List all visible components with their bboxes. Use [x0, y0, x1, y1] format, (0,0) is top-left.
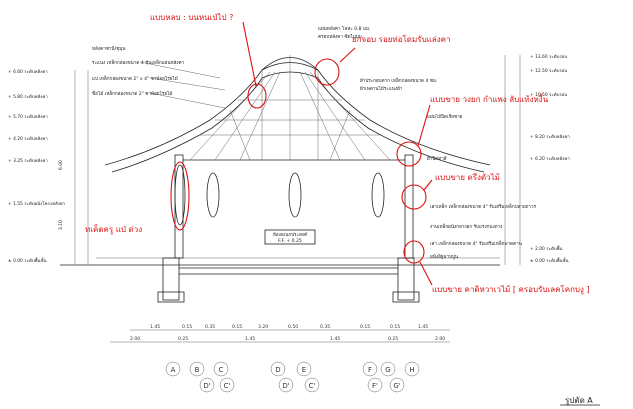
svg-text:+ 4.20 ระดับหลังคา: + 4.20 ระดับหลังคา [8, 136, 48, 142]
svg-text:0.35: 0.35 [205, 324, 215, 330]
svg-text:ระแนง เหล็กกล่องขนาด 4 ชุ้นเหล: ระแนง เหล็กกล่องขนาด 4 ชุ้นเหล็กแผ่นหลัง… [92, 58, 185, 66]
svg-text:ฝ้าประกอบดาก เหล็กกล่องขนาด 4: ฝ้าประกอบดาก เหล็กกล่องขนาด 4 ซม. [360, 76, 437, 84]
note-ridge2: ครอบหลังคา ซีดไม่มม. [318, 33, 363, 40]
roof [104, 55, 491, 173]
svg-text:0.15: 0.15 [360, 324, 370, 330]
svg-text:± 0.00 ระดับพื้นชั้น: ± 0.00 ระดับพื้นชั้น [8, 257, 46, 264]
svg-text:F: F [368, 366, 372, 374]
svg-text:1.45: 1.45 [245, 336, 255, 342]
svg-text:0.15: 0.15 [232, 324, 242, 330]
markup-circle-eave [396, 141, 422, 167]
svg-text:+ 1.55 ระดับผนังโครงหลังคา: + 1.55 ระดับผนังโครงหลังคา [8, 200, 66, 207]
svg-text:C': C' [309, 382, 316, 390]
note-ridge: แผ่นหลังคา โลหะ 0.8 มม. [318, 25, 371, 32]
svg-text:0.15: 0.15 [390, 324, 400, 330]
svg-text:C': C' [224, 382, 231, 390]
svg-text:ฝ้าปิดทาสี: ฝ้าปิดทาสี [427, 155, 447, 162]
left-notes: หลังคาซ่านี/ชุมุน ระแนง เหล็กกล่องขนาด 4… [92, 45, 226, 109]
svg-text:3.10: 3.10 [58, 220, 64, 230]
room-label-level: F.F. + 0.25 [278, 238, 302, 244]
svg-text:ขื่อไม้ เหล็กกล่องขนาด 2" ซาพ้: ขื่อไม้ เหล็กกล่องขนาด 2" ซาพ้อยโรยไม้ [92, 89, 172, 97]
svg-text:0.50: 0.50 [288, 324, 298, 330]
svg-text:G': G' [393, 382, 400, 390]
svg-text:0.25: 0.25 [388, 336, 398, 342]
svg-text:D': D' [203, 382, 210, 390]
svg-text:D: D [275, 366, 280, 374]
svg-text:1.45: 1.45 [150, 324, 160, 330]
svg-text:แป เหล็กกล่องขนาด 2" x 4" ชาพ้: แป เหล็กกล่องขนาด 2" x 4" ชาพ้อยโรยไม้ [92, 74, 178, 82]
dimension-rows: 1.45 0.15 0.35 0.15 3.20 0.50 0.35 0.15 … [110, 324, 450, 343]
annotation-left-wall: ทเค็ดครู แป่ ด่วง [85, 224, 142, 235]
svg-text:+ 3.25 ระดับหลังคา: + 3.25 ระดับหลังคา [8, 158, 48, 164]
section-title: รูปตัด A [565, 396, 593, 406]
annotation-top-left: แบบหลบ : บนหนเป่ไป ? [150, 13, 233, 22]
svg-text:± 0.00 ระดับพื้นชั้น: ± 0.00 ระดับพื้นชั้น [530, 257, 568, 264]
markup-circle-top-right [314, 58, 340, 86]
svg-text:+ 12.50 ระดับรอบ: + 12.50 ระดับรอบ [530, 68, 567, 74]
right-notes: ฝ้าประกอบดาก เหล็กกล่องขนาด 4 ซม. ฝ้าเพด… [360, 76, 537, 260]
right-level-markers: + 13.60 ระดับรอบ + 12.50 ระดับรอบ + 10.5… [504, 54, 570, 265]
markup-circle-top-left [247, 83, 267, 109]
svg-text:F': F' [372, 382, 378, 390]
svg-text:1.45: 1.45 [330, 336, 340, 342]
annotation-top-right: ยกจอบ รอยท่อโดมรับแล่งคา [352, 34, 450, 44]
markup-circle-base [403, 240, 425, 264]
svg-text:งานเหล็กผนังกลางยก รับแรงกนงถ่: งานเหล็กผนังกลางยก รับแรงกนงถ่าง [430, 222, 502, 230]
room-label-box [264, 229, 316, 245]
annotation-bottom-right: แบบขาย คาดิหวาเวไม้ [ ครอบรับเลคโคกบงู ] [432, 284, 590, 295]
svg-text:0.15: 0.15 [182, 324, 192, 330]
red-markups [170, 21, 433, 286]
markup-leader-top-left [242, 21, 257, 87]
room-label-name: ห้องอเนกประสงค์ [273, 231, 307, 238]
svg-text:แผ่นไม้ปิดเชิงชาย: แผ่นไม้ปิดเชิงชาย [427, 113, 463, 120]
annotation-mid-right: แบบขาย วงยก กำแพง ลับแท้งหงี้น [430, 93, 549, 104]
right-wall [404, 154, 414, 259]
left-wall [174, 154, 184, 259]
svg-text:+ 6.20 ระดับหลังคา: + 6.20 ระดับหลังคา [530, 156, 570, 162]
svg-text:ผนังอิฐฉาบปูน: ผนังอิฐฉาบปูน [430, 253, 459, 260]
left-level-markers: + 6.60 ระดับหลังคา + 5.80 ระดับหลังคา + … [8, 69, 89, 265]
svg-text:+ 10.50 ระดับรอบ: + 10.50 ระดับรอบ [530, 92, 567, 98]
svg-text:เสาเหล็ก เหล็กกล่องขนาด 4" รับ: เสาเหล็ก เหล็กกล่องขนาด 4" รับเสริมเหล็ก… [430, 202, 537, 210]
annotation-right-wall: แบบขาย ตรึงตัวไม้ [435, 173, 500, 182]
svg-text:+ 5.70 ระดับหลังคา: + 5.70 ระดับหลังคา [8, 114, 48, 120]
svg-text:หลังคาซ่านี/ชุมุน: หลังคาซ่านี/ชุมุน [92, 45, 126, 52]
svg-text:D': D' [282, 382, 289, 390]
svg-text:G: G [385, 366, 390, 374]
svg-text:+ 2.00 ระดับพื้น: + 2.00 ระดับพื้น [530, 245, 563, 252]
svg-text:3.20: 3.20 [258, 324, 268, 330]
markup-circle-wall [401, 184, 427, 210]
svg-text:1.45: 1.45 [418, 324, 428, 330]
svg-text:0.25: 0.25 [178, 336, 188, 342]
svg-text:2.00: 2.00 [130, 336, 140, 342]
svg-text:+ 13.60 ระดับรอบ: + 13.60 ระดับรอบ [530, 54, 567, 60]
svg-text:2.00: 2.00 [435, 336, 445, 342]
svg-text:0.35: 0.35 [320, 324, 330, 330]
markup-circle-left-window [170, 161, 190, 231]
foundation-left [157, 257, 185, 303]
svg-text:A: A [171, 366, 176, 374]
svg-text:C: C [219, 366, 224, 374]
svg-text:+ 5.80 ระดับหลังคา: + 5.80 ระดับหลังคา [8, 94, 48, 100]
svg-text:6.00: 6.00 [58, 160, 64, 170]
svg-text:+ 6.60 ระดับหลังคา: + 6.60 ระดับหลังคา [8, 69, 48, 75]
svg-text:H: H [409, 366, 414, 374]
svg-text:เสา เหล็กกล่องขนาด 4" รับเสริม: เสา เหล็กกล่องขนาด 4" รับเสริมเหล็กพาดคา… [430, 239, 523, 247]
svg-text:ฝ้าเพดานไม้ระแนงฝ้า: ฝ้าเพดานไม้ระแนงฝ้า [360, 85, 403, 92]
svg-text:+ 8.20 ระดับหลังคา: + 8.20 ระดับหลังคา [530, 134, 570, 140]
svg-text:E: E [302, 366, 306, 374]
svg-text:B: B [195, 366, 200, 374]
grid-bubbles: A B C D E F G H D' C' D' C' F' G' [165, 361, 420, 393]
wall-windows [174, 164, 385, 226]
